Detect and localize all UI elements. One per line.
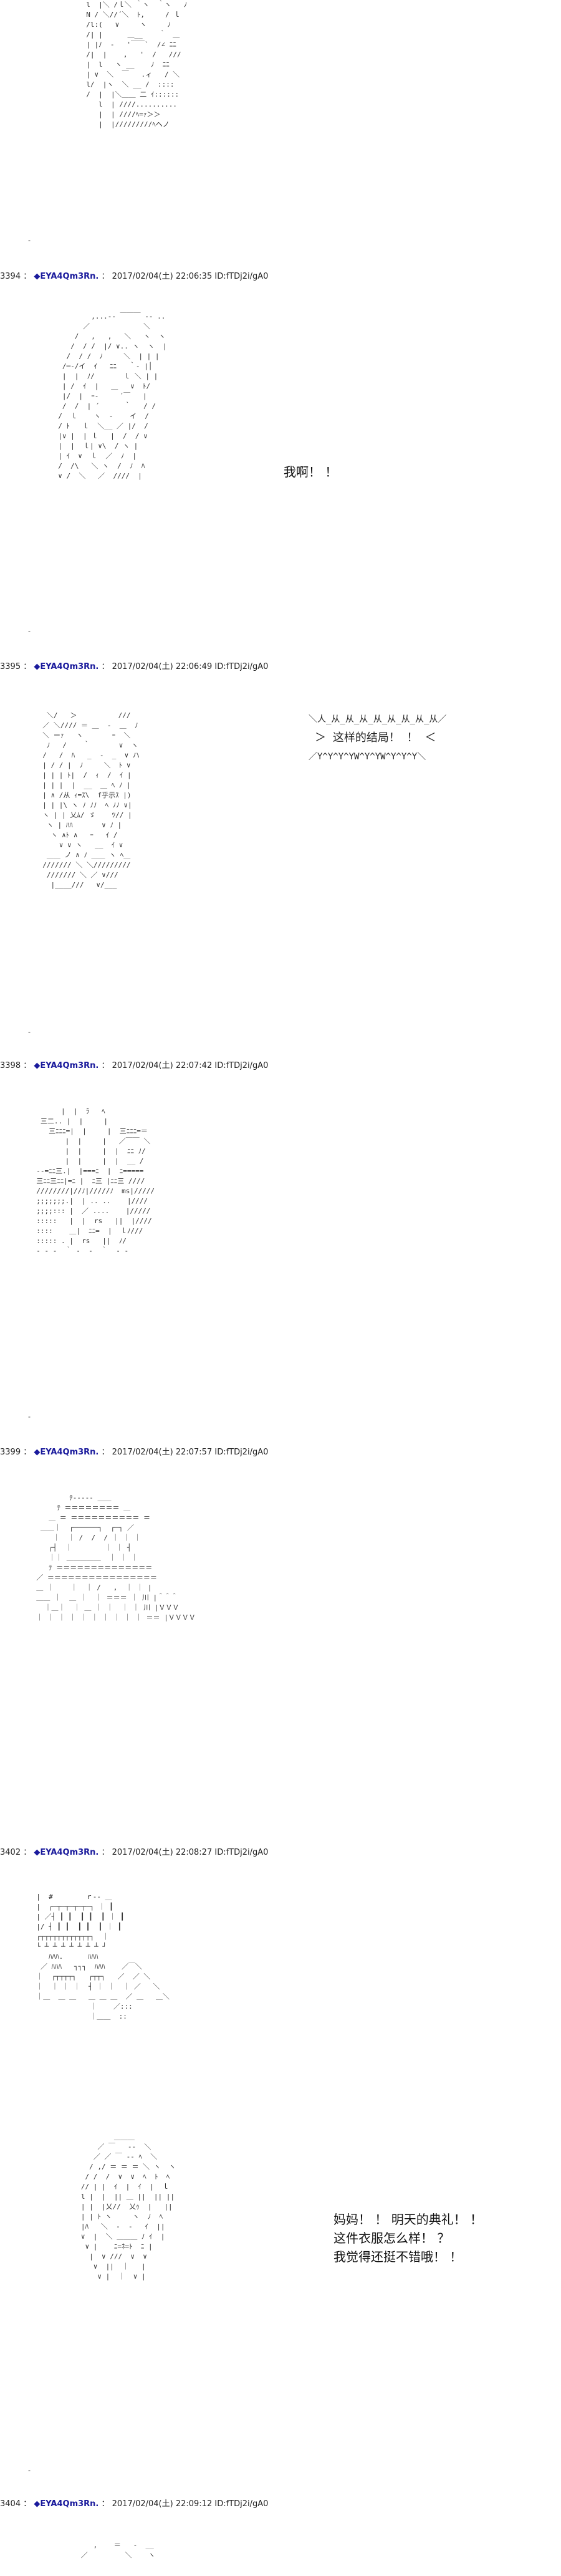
post-header: 3402 ： ◆EYA4Qm3Rn. ： 2017/02/04(土) 22:08… — [0, 1848, 269, 1857]
poster-name[interactable]: ◆EYA4Qm3Rn. — [34, 662, 99, 671]
ascii-art-3: ＼/ ＞ /// ／ ＼//// ＝ ＿ ‐ ＿ ﾉ ＼ ーｧ ヽ ｰ ＼ ﾉ … — [42, 711, 140, 889]
post-date: 2017/02/04(土) 22:07:57 — [112, 1448, 213, 1457]
post-date: 2017/02/04(土) 22:09:12 — [112, 2499, 213, 2509]
post-number[interactable]: 3402 — [0, 1848, 21, 1857]
post-header: 3399 ： ◆EYA4Qm3Rn. ： 2017/02/04(土) 22:07… — [0, 1448, 269, 1457]
separator-dot: - — [28, 2466, 31, 2474]
speech-text: 妈妈！ ！ 明天的典礼！ ！ 这件衣服怎么样！ ？ 我觉得还挺不错哦！ ！ — [333, 2212, 483, 2264]
post-number[interactable]: 3404 — [0, 2499, 21, 2509]
separator-dot: - — [28, 1412, 31, 1421]
shout-top: ＼人_从_从_从_从_从_从_从_从／ — [309, 714, 447, 724]
post-date: 2017/02/04(土) 22:07:42 — [112, 1061, 213, 1070]
post-header: 3398 ： ◆EYA4Qm3Rn. ： 2017/02/04(土) 22:07… — [0, 1061, 269, 1070]
ascii-art-1: l |＼ /ｌ＼ ｀ヽ ｀ヽ ﾉ N / ＼//´＼ ﾄ, / ｌ /l:( ∨… — [86, 1, 188, 128]
ascii-art-7: ＿＿＿ ／ ￣ ‐- ＼ ／ ／ ￣ ‐- ﾍ ＼ / ,/ ＝ ＝ ＝ ＼ ヽ… — [80, 2133, 176, 2280]
shout-bottom: ／Y^Y^Y^YW^Y^YW^Y^Y^Y＼ — [309, 752, 426, 762]
shout-text: ＞ 这样的结局！ ！ ＜ — [315, 731, 436, 744]
ascii-art-5: ﾃ‐‐‐‐‐ ＿＿ ﾃ ＝＝＝＝＝＝＝＝ ＿ ＿ ＝ ＝＝＝＝＝＝＝＝＝＝ ＝ … — [36, 1494, 196, 1622]
post-date: 2017/02/04(土) 22:06:49 — [112, 662, 213, 671]
speech-text: 我啊！ ！ — [284, 464, 338, 479]
post-id[interactable]: ID:fTDj2i/gA0 — [214, 662, 269, 671]
separator-dot: - — [28, 627, 31, 635]
poster-name[interactable]: ◆EYA4Qm3Rn. — [34, 272, 99, 281]
post-header: 3404 ： ◆EYA4Qm3Rn. ： 2017/02/04(土) 22:09… — [0, 2499, 269, 2509]
post-date: 2017/02/04(土) 22:08:27 — [112, 1848, 213, 1857]
post-id[interactable]: ID:fTDj2i/gA0 — [214, 1061, 269, 1070]
poster-name[interactable]: ◆EYA4Qm3Rn. — [34, 1061, 99, 1070]
post-id[interactable]: ID:fTDj2i/gA0 — [214, 1448, 269, 1457]
poster-name[interactable]: ◆EYA4Qm3Rn. — [34, 1448, 99, 1457]
post-header: 3394 ： ◆EYA4Qm3Rn. ： 2017/02/04(土) 22:06… — [0, 272, 269, 281]
poster-name[interactable]: ◆EYA4Qm3Rn. — [34, 2499, 99, 2509]
separator-dot: - — [28, 236, 31, 244]
ascii-art-6: | # ｒ‐‐ ＿ | ┌─┬─┬─┬─┬─┐ ｜ ┃ | ／┤ ┃ ┃ ┃ ┃… — [36, 1893, 170, 2021]
poster-name[interactable]: ◆EYA4Qm3Rn. — [34, 1848, 99, 1857]
post-date: 2017/02/04(土) 22:06:35 — [112, 272, 213, 281]
post-header: 3395 ： ◆EYA4Qm3Rn. ： 2017/02/04(土) 22:06… — [0, 662, 269, 671]
post-id[interactable]: ID:fTDj2i/gA0 — [214, 2499, 269, 2509]
ascii-art-8: , ＝ - __ ／ ＼ ヽ — [80, 2541, 155, 2559]
post-number[interactable]: 3394 — [0, 272, 21, 281]
post-id[interactable]: ID:fTDj2i/gA0 — [214, 1848, 269, 1857]
post-number[interactable]: 3395 — [0, 662, 21, 671]
ascii-art-2: ,...-‐ ￣￣￣ ‐- .. ／ ＼ / , , ＼ ヽ ヽ / / / |… — [58, 312, 167, 480]
post-number[interactable]: 3398 — [0, 1061, 21, 1070]
post-id[interactable]: ID:fTDj2i/gA0 — [214, 272, 269, 281]
separator-dot: - — [28, 1027, 31, 1036]
post-number[interactable]: 3399 — [0, 1448, 21, 1457]
ascii-art-4: | | ﾗ ﾍ 三二.. | | | 三ﾆﾆﾆ=| | | 三ﾆﾆﾆ=＝ | |… — [36, 1107, 155, 1255]
